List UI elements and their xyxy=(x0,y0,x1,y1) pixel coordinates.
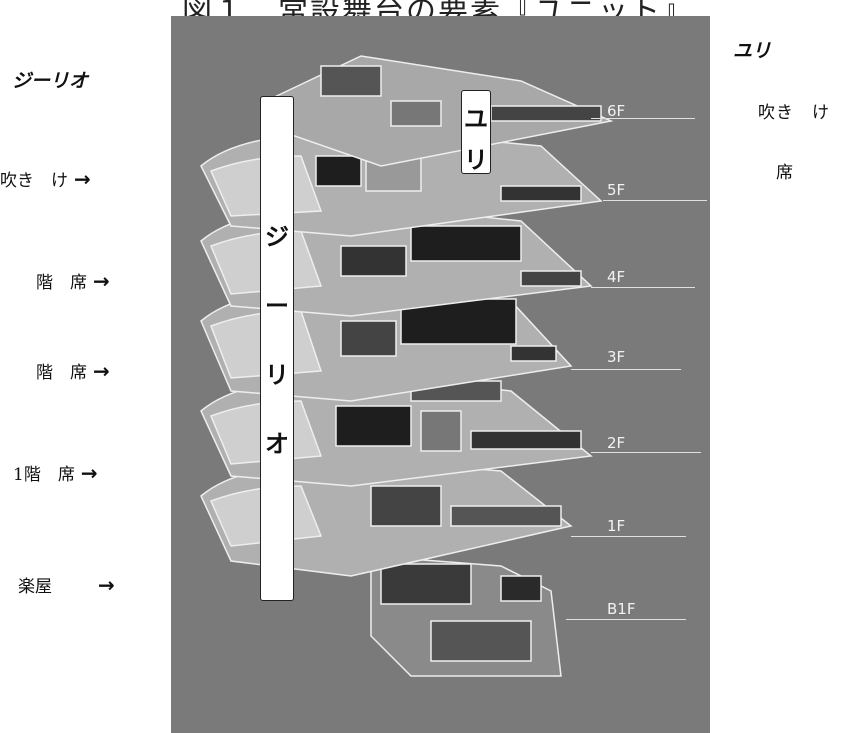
floor-leader-line xyxy=(571,536,686,537)
floor-label-6f: 6F xyxy=(607,102,626,120)
tag-char: リ xyxy=(464,146,488,174)
floor-label-3f: 3F xyxy=(607,348,626,366)
floor-leader-line xyxy=(591,118,695,119)
right-arrow-icon: → xyxy=(93,269,110,293)
floor-label-2f: 2F xyxy=(607,434,626,452)
left-label-text: 1階 席 xyxy=(13,465,75,485)
tag-char: リ xyxy=(265,361,289,389)
tag-char: ユ xyxy=(464,105,488,133)
left-label-upper-seats: 階 席 → xyxy=(36,268,110,293)
floor-6f xyxy=(265,55,614,167)
right-heading: ユリ xyxy=(733,40,772,62)
giglio-vertical-tag: ジ ー リ オ xyxy=(260,96,294,601)
right-label-seats: 席 xyxy=(776,163,794,183)
tag-char: ジ xyxy=(265,223,289,251)
left-label-mid-seats: 階 席 → xyxy=(36,358,110,383)
left-label-text: 吹き け xyxy=(0,171,68,191)
floor-label-5f: 5F xyxy=(607,181,626,199)
left-label-fukinuke: 吹き け → xyxy=(0,166,91,191)
floor-label-4f: 4F xyxy=(607,268,626,286)
floor-label-1f: 1F xyxy=(607,517,626,535)
floor-label-b1f: B1F xyxy=(607,600,636,618)
tag-char: ー xyxy=(265,292,289,320)
floor-stack-illustration xyxy=(200,55,614,677)
floor-b1f xyxy=(370,555,562,677)
left-heading: ジーリオ xyxy=(12,70,89,92)
right-arrow-icon: → xyxy=(74,167,91,191)
floor-leader-line xyxy=(591,287,695,288)
left-label-1f-seats: 1階 席→ xyxy=(13,460,98,485)
floor-leader-line xyxy=(591,452,701,453)
yuri-vertical-tag: ユ リ xyxy=(461,90,491,174)
left-label-text: 楽屋 xyxy=(18,577,52,597)
right-arrow-icon: → xyxy=(98,573,115,597)
floor-leader-line xyxy=(571,369,681,370)
right-label-fukinuke: 吹き け xyxy=(758,103,830,123)
right-arrow-icon: → xyxy=(93,359,110,383)
left-label-text: 階 席 xyxy=(36,273,87,293)
floor-leader-line xyxy=(566,619,686,620)
isometric-floor-diagram: 6F 5F 4F 3F 2F 1F B1F ユ リ ジ ー リ オ xyxy=(171,16,710,733)
floor-leader-line xyxy=(603,200,707,201)
left-label-text: 階 席 xyxy=(36,363,87,383)
floor-5f xyxy=(200,130,603,237)
tag-char: オ xyxy=(265,430,289,458)
left-label-dressing-room: 楽屋 → xyxy=(18,572,115,597)
right-arrow-icon: → xyxy=(80,461,98,485)
